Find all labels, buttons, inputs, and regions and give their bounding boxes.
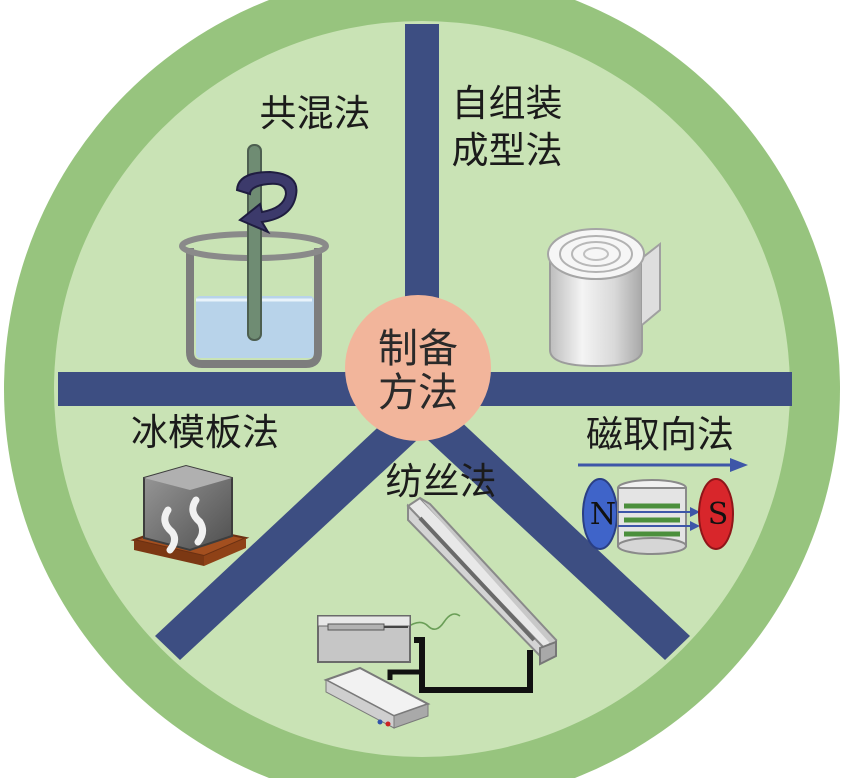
syringe-pump-icon	[317, 615, 411, 663]
spoke-lower-right	[415, 402, 690, 660]
spoke-lower-left	[155, 402, 430, 660]
center-disc	[345, 295, 491, 441]
magnetic-field-arrow-icon	[578, 458, 748, 472]
cable-icon	[414, 637, 533, 693]
label-self-assembly-line1: 自组装	[452, 82, 563, 125]
south-pole-magnet-icon: S	[698, 478, 734, 550]
coil-sample-icon	[617, 479, 700, 555]
north-pole-magnet-icon: N	[582, 478, 618, 550]
center-label-line1: 制备	[378, 326, 458, 372]
center-label-line2: 方法	[378, 370, 458, 416]
label-magnetic: 磁取向法	[586, 413, 734, 456]
spinning-collector-icon	[406, 496, 558, 666]
stirring-rod-icon	[247, 144, 262, 341]
label-blending: 共混法	[260, 92, 371, 135]
label-spinning: 纺丝法	[386, 460, 497, 503]
cable-icon-2	[387, 669, 422, 680]
ice-template-block-icon	[130, 464, 250, 566]
rolled-film-icon	[547, 228, 661, 368]
rotation-arrow-icon	[235, 170, 298, 235]
fiber-jet-icon	[405, 613, 461, 630]
label-self-assembly-line2: 成型法	[452, 129, 563, 172]
north-pole-label: N	[590, 497, 616, 532]
power-supply-icon	[323, 666, 431, 729]
south-pole-label: S	[708, 497, 729, 532]
label-ice-template: 冰模板法	[131, 411, 279, 454]
